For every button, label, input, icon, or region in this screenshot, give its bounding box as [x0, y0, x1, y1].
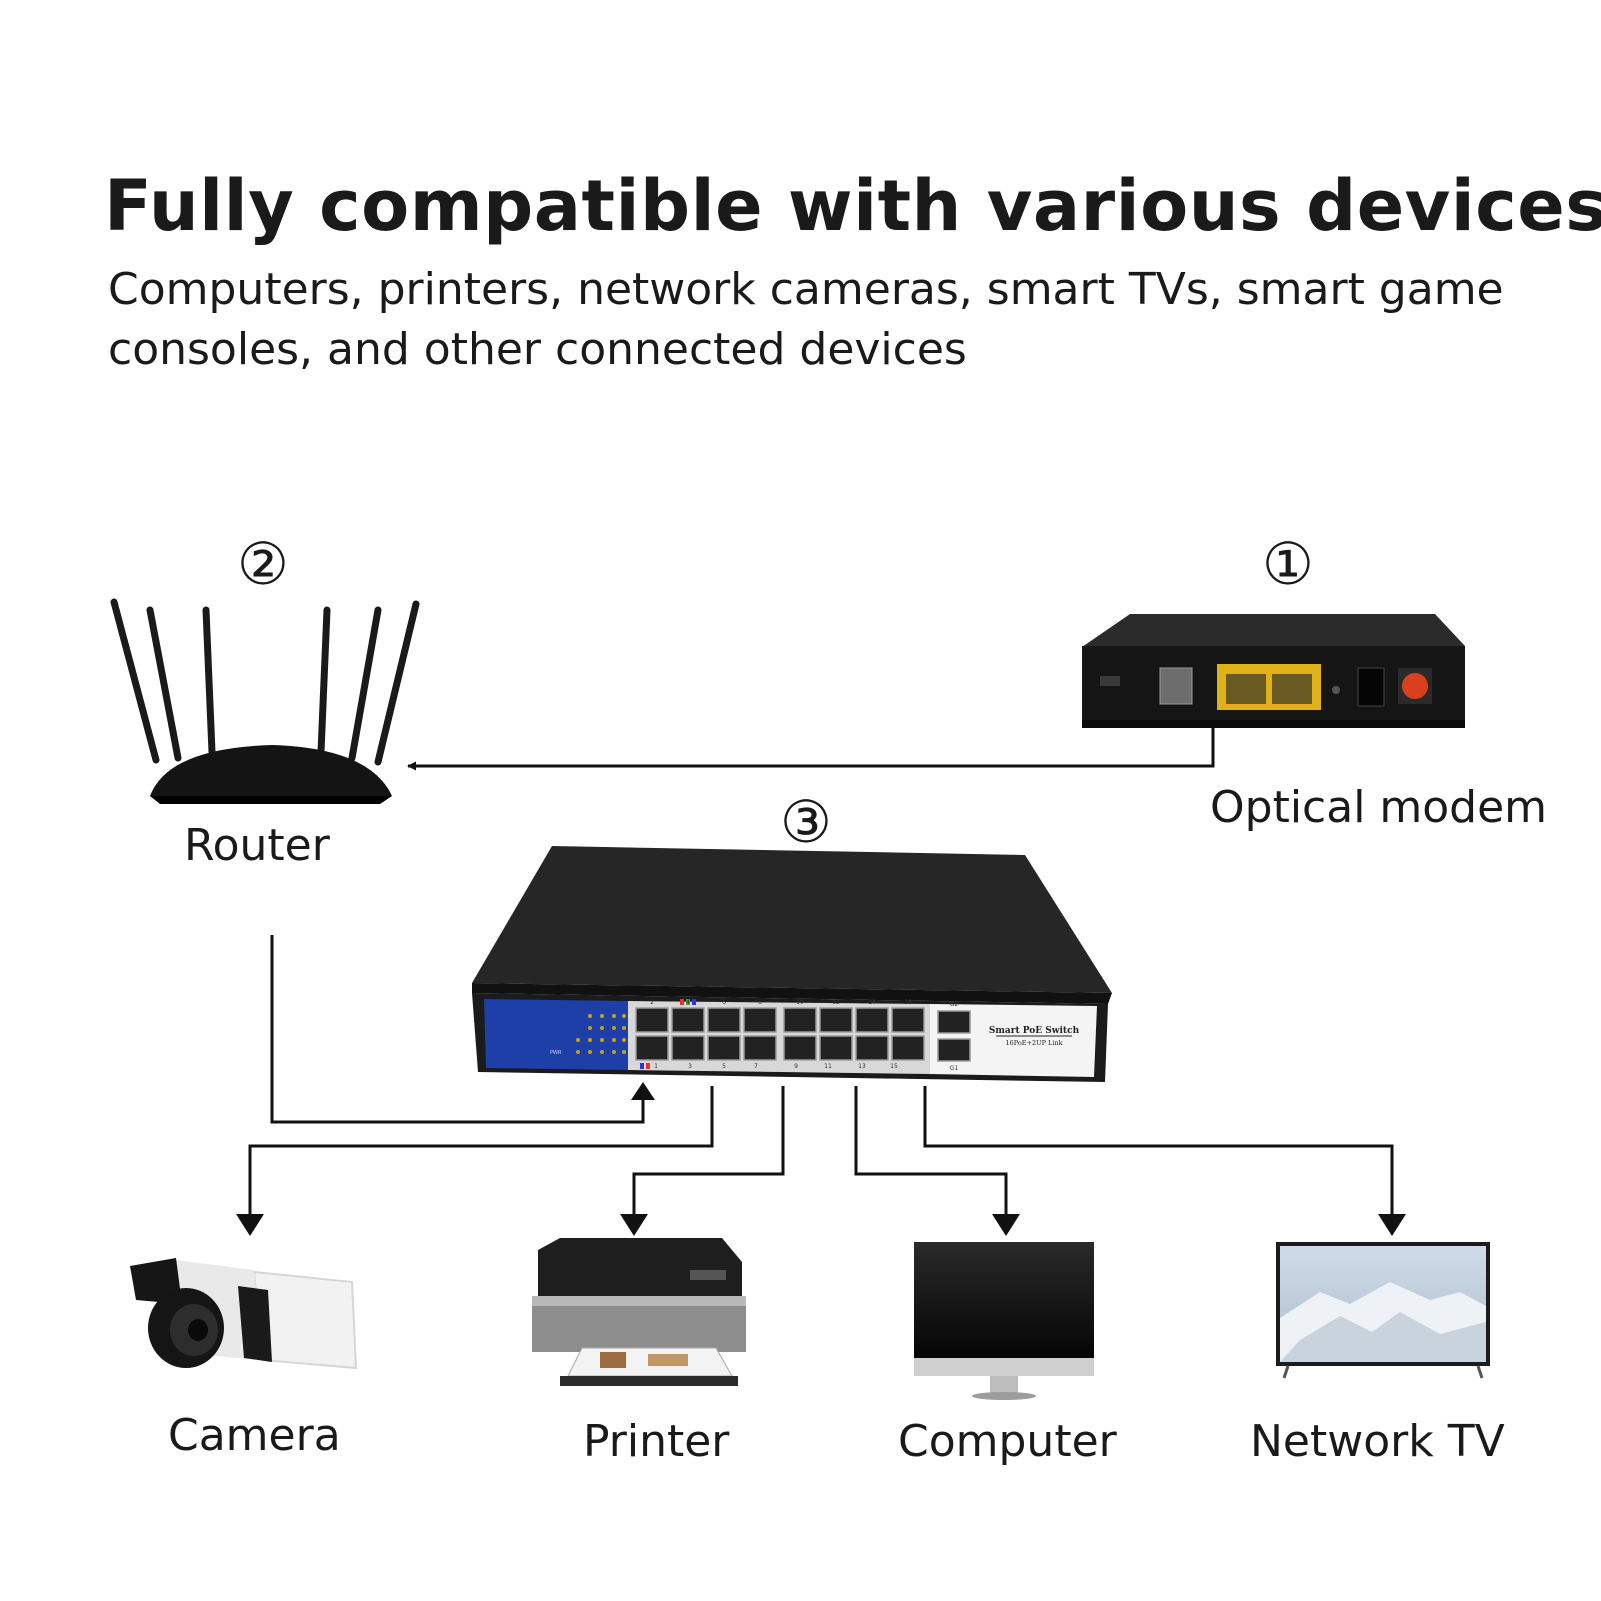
port-num-top-7: 14 — [868, 999, 876, 1006]
arrow-modem-to-router — [407, 726, 1215, 771]
computer-image — [914, 1242, 1094, 1400]
step-marker-3: ③ — [780, 788, 832, 856]
arrow-switch-to-printer — [632, 1086, 785, 1218]
uplink-label-g1: G1 — [950, 1065, 959, 1072]
label-camera: Camera — [168, 1410, 341, 1461]
label-optical-modem: Optical modem — [1210, 782, 1548, 833]
switch-led-grid — [576, 1014, 626, 1054]
port-num-top-3: 6 — [722, 999, 726, 1006]
port-num-top-5: 10 — [796, 999, 804, 1006]
port-num-bottom-7: 13 — [858, 1063, 866, 1070]
page-subtitle: Computers, printers, network cameras, sm… — [108, 264, 1504, 375]
switch-ports-right — [783, 1007, 925, 1061]
switch-brand-line1: Smart PoE Switch — [989, 1026, 1080, 1036]
arrow-tv-head — [1378, 1214, 1406, 1236]
switch-ports-left — [635, 1007, 777, 1061]
label-router: Router — [184, 820, 330, 871]
label-network-tv: Network TV — [1250, 1416, 1505, 1467]
printer-image — [532, 1238, 746, 1386]
poe-switch-image: 2 4 6 8 10 12 14 16 1 3 5 7 9 11 13 15 G… — [472, 846, 1112, 1082]
port-num-bottom-1: 1 — [654, 1063, 658, 1070]
arrow-computer-head — [992, 1214, 1020, 1236]
connector-lines — [236, 726, 1406, 1236]
label-printer: Printer — [583, 1416, 730, 1467]
arrow-camera-head — [236, 1214, 264, 1236]
arrow-switch-to-computer — [854, 1086, 1008, 1218]
switch-blue-panel — [484, 999, 628, 1070]
arrow-router-to-switch-head — [631, 1082, 655, 1100]
switch-brand-line2: 16PoE+2UP Link — [1005, 1039, 1062, 1047]
arrow-switch-to-camera — [248, 1086, 714, 1218]
port-num-top-1: 2 — [650, 999, 654, 1006]
port-num-bottom-4: 7 — [754, 1063, 758, 1070]
port-num-bottom-2: 3 — [688, 1063, 692, 1070]
router-image — [110, 598, 420, 804]
port-num-bottom-3: 5 — [722, 1063, 726, 1070]
step-marker-2: ② — [237, 530, 289, 598]
page-title: Fully compatible with various devices — [104, 165, 1601, 247]
switch-uplink-ports — [937, 1010, 971, 1062]
arrow-switch-to-tv — [923, 1086, 1394, 1218]
port-num-bottom-8: 15 — [890, 1063, 898, 1070]
network-tv-image — [1276, 1242, 1490, 1379]
label-computer: Computer — [898, 1416, 1117, 1467]
camera-image — [130, 1258, 358, 1370]
uplink-label-g2: G2 — [950, 1001, 959, 1008]
port-num-top-8: 16 — [904, 999, 912, 1006]
port-num-bottom-6: 11 — [824, 1063, 832, 1070]
port-num-top-2: 4 — [686, 999, 690, 1006]
port-num-bottom-5: 9 — [794, 1063, 798, 1070]
arrow-router-to-switch — [270, 935, 645, 1124]
optical-modem-image — [1082, 614, 1465, 728]
port-num-top-6: 12 — [832, 999, 840, 1006]
switch-led-label: PWR — [550, 1050, 562, 1056]
step-marker-1: ① — [1262, 530, 1314, 598]
arrow-printer-head — [620, 1214, 648, 1236]
port-num-top-4: 8 — [758, 999, 762, 1006]
